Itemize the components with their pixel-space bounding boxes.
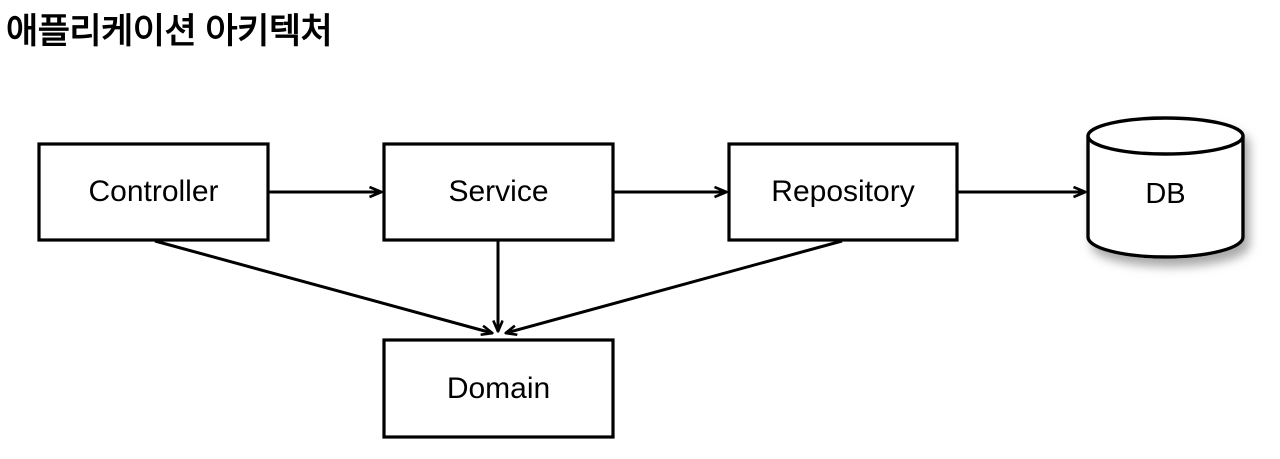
edge-repository-to-domain <box>506 239 843 333</box>
node-domain[interactable] <box>382 338 615 439</box>
node-db[interactable] <box>1086 116 1245 259</box>
node-service[interactable] <box>382 142 615 242</box>
node-controller[interactable] <box>37 142 270 242</box>
edge-controller-to-domain <box>154 239 492 333</box>
node-repository[interactable] <box>727 142 959 242</box>
page-title: 애플리케이션 아키텍처 <box>6 12 333 51</box>
